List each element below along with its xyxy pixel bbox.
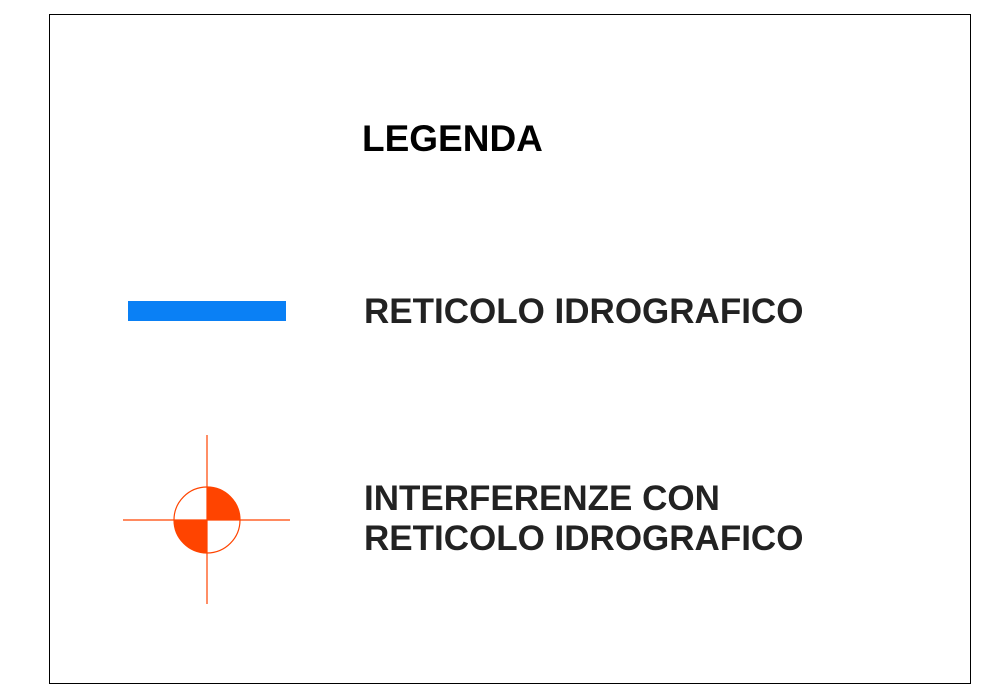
quadrant-bottom-left: [174, 520, 207, 553]
hydrographic-network-swatch: [128, 301, 286, 321]
quadrant-top-right: [207, 487, 240, 520]
crosshair-quartered-circle-icon: [123, 435, 290, 604]
legend-label-interferences: INTERFERENZE CON RETICOLO IDROGRAFICO: [364, 479, 803, 559]
legend-title: LEGENDA: [362, 118, 543, 159]
blue-line-swatch-icon: [128, 301, 286, 321]
legend-label-line: RETICOLO IDROGRAFICO: [364, 292, 804, 331]
interference-symbol: [120, 433, 295, 608]
legend-frame: [49, 14, 971, 684]
legend-label-hydrographic-network: RETICOLO IDROGRAFICO: [364, 292, 803, 332]
legend-label-line: RETICOLO IDROGRAFICO: [364, 519, 804, 558]
legend-label-line: INTERFERENZE CON: [364, 479, 720, 518]
swatch-fill: [128, 301, 286, 321]
